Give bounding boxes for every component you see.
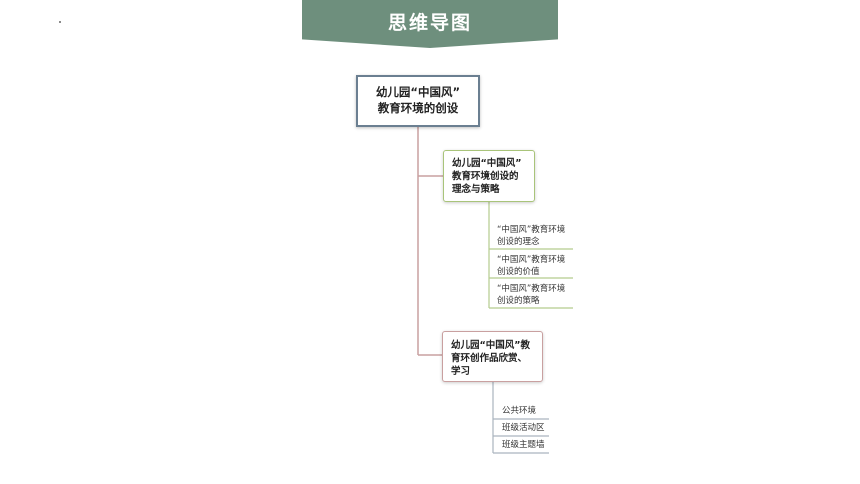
leaf-node-public-environment[interactable]: 公共环境 bbox=[502, 406, 537, 416]
root-line-2: 教育环境的创设 bbox=[377, 101, 459, 115]
banner-title: 思维导图 bbox=[387, 12, 472, 34]
leaf-node-strategy[interactable]: “中国风”教育环境 创设的策略 bbox=[497, 283, 565, 307]
leaf-line-1: “中国风”教育环境 bbox=[497, 225, 566, 235]
branch1-line-3: 理念与策略 bbox=[452, 184, 500, 195]
leaf-line-1: “中国风”教育环境 bbox=[497, 284, 566, 294]
leaf-line-1: “中国风”教育环境 bbox=[497, 255, 566, 265]
leaf-node-concept[interactable]: “中国风”教育环境 创设的理念 bbox=[497, 224, 565, 248]
branch-node-concept-strategy[interactable]: 幼儿园“中国风” 教育环境创设的 理念与策略 bbox=[443, 150, 535, 202]
title-banner: 思维导图 bbox=[302, 0, 558, 48]
branch2-line-1: 幼儿园“中国风”教 bbox=[451, 340, 530, 351]
leaf-node-class-activity-area[interactable]: 班级活动区 bbox=[502, 423, 545, 433]
leaf-line-2: 创设的价值 bbox=[497, 267, 540, 277]
branch2-line-3: 学习 bbox=[451, 366, 471, 377]
stray-dot bbox=[59, 21, 61, 23]
root-node[interactable]: 幼儿园“中国风” 教育环境的创设 bbox=[356, 75, 480, 127]
leaf-line-2: 创设的理念 bbox=[497, 237, 540, 247]
leaf-line-2: 创设的策略 bbox=[497, 296, 540, 306]
leaf-node-value[interactable]: “中国风”教育环境 创设的价值 bbox=[497, 254, 565, 278]
leaf-node-class-theme-wall[interactable]: 班级主题墙 bbox=[502, 440, 545, 450]
root-line-1: 幼儿园“中国风” bbox=[375, 85, 461, 99]
branch2-line-2: 育环创作品欣赏、 bbox=[451, 353, 528, 364]
branch-node-works-appreciation[interactable]: 幼儿园“中国风”教 育环创作品欣赏、 学习 bbox=[442, 331, 543, 382]
branch1-line-2: 教育环境创设的 bbox=[452, 171, 519, 182]
branch1-line-1: 幼儿园“中国风” bbox=[452, 158, 522, 169]
